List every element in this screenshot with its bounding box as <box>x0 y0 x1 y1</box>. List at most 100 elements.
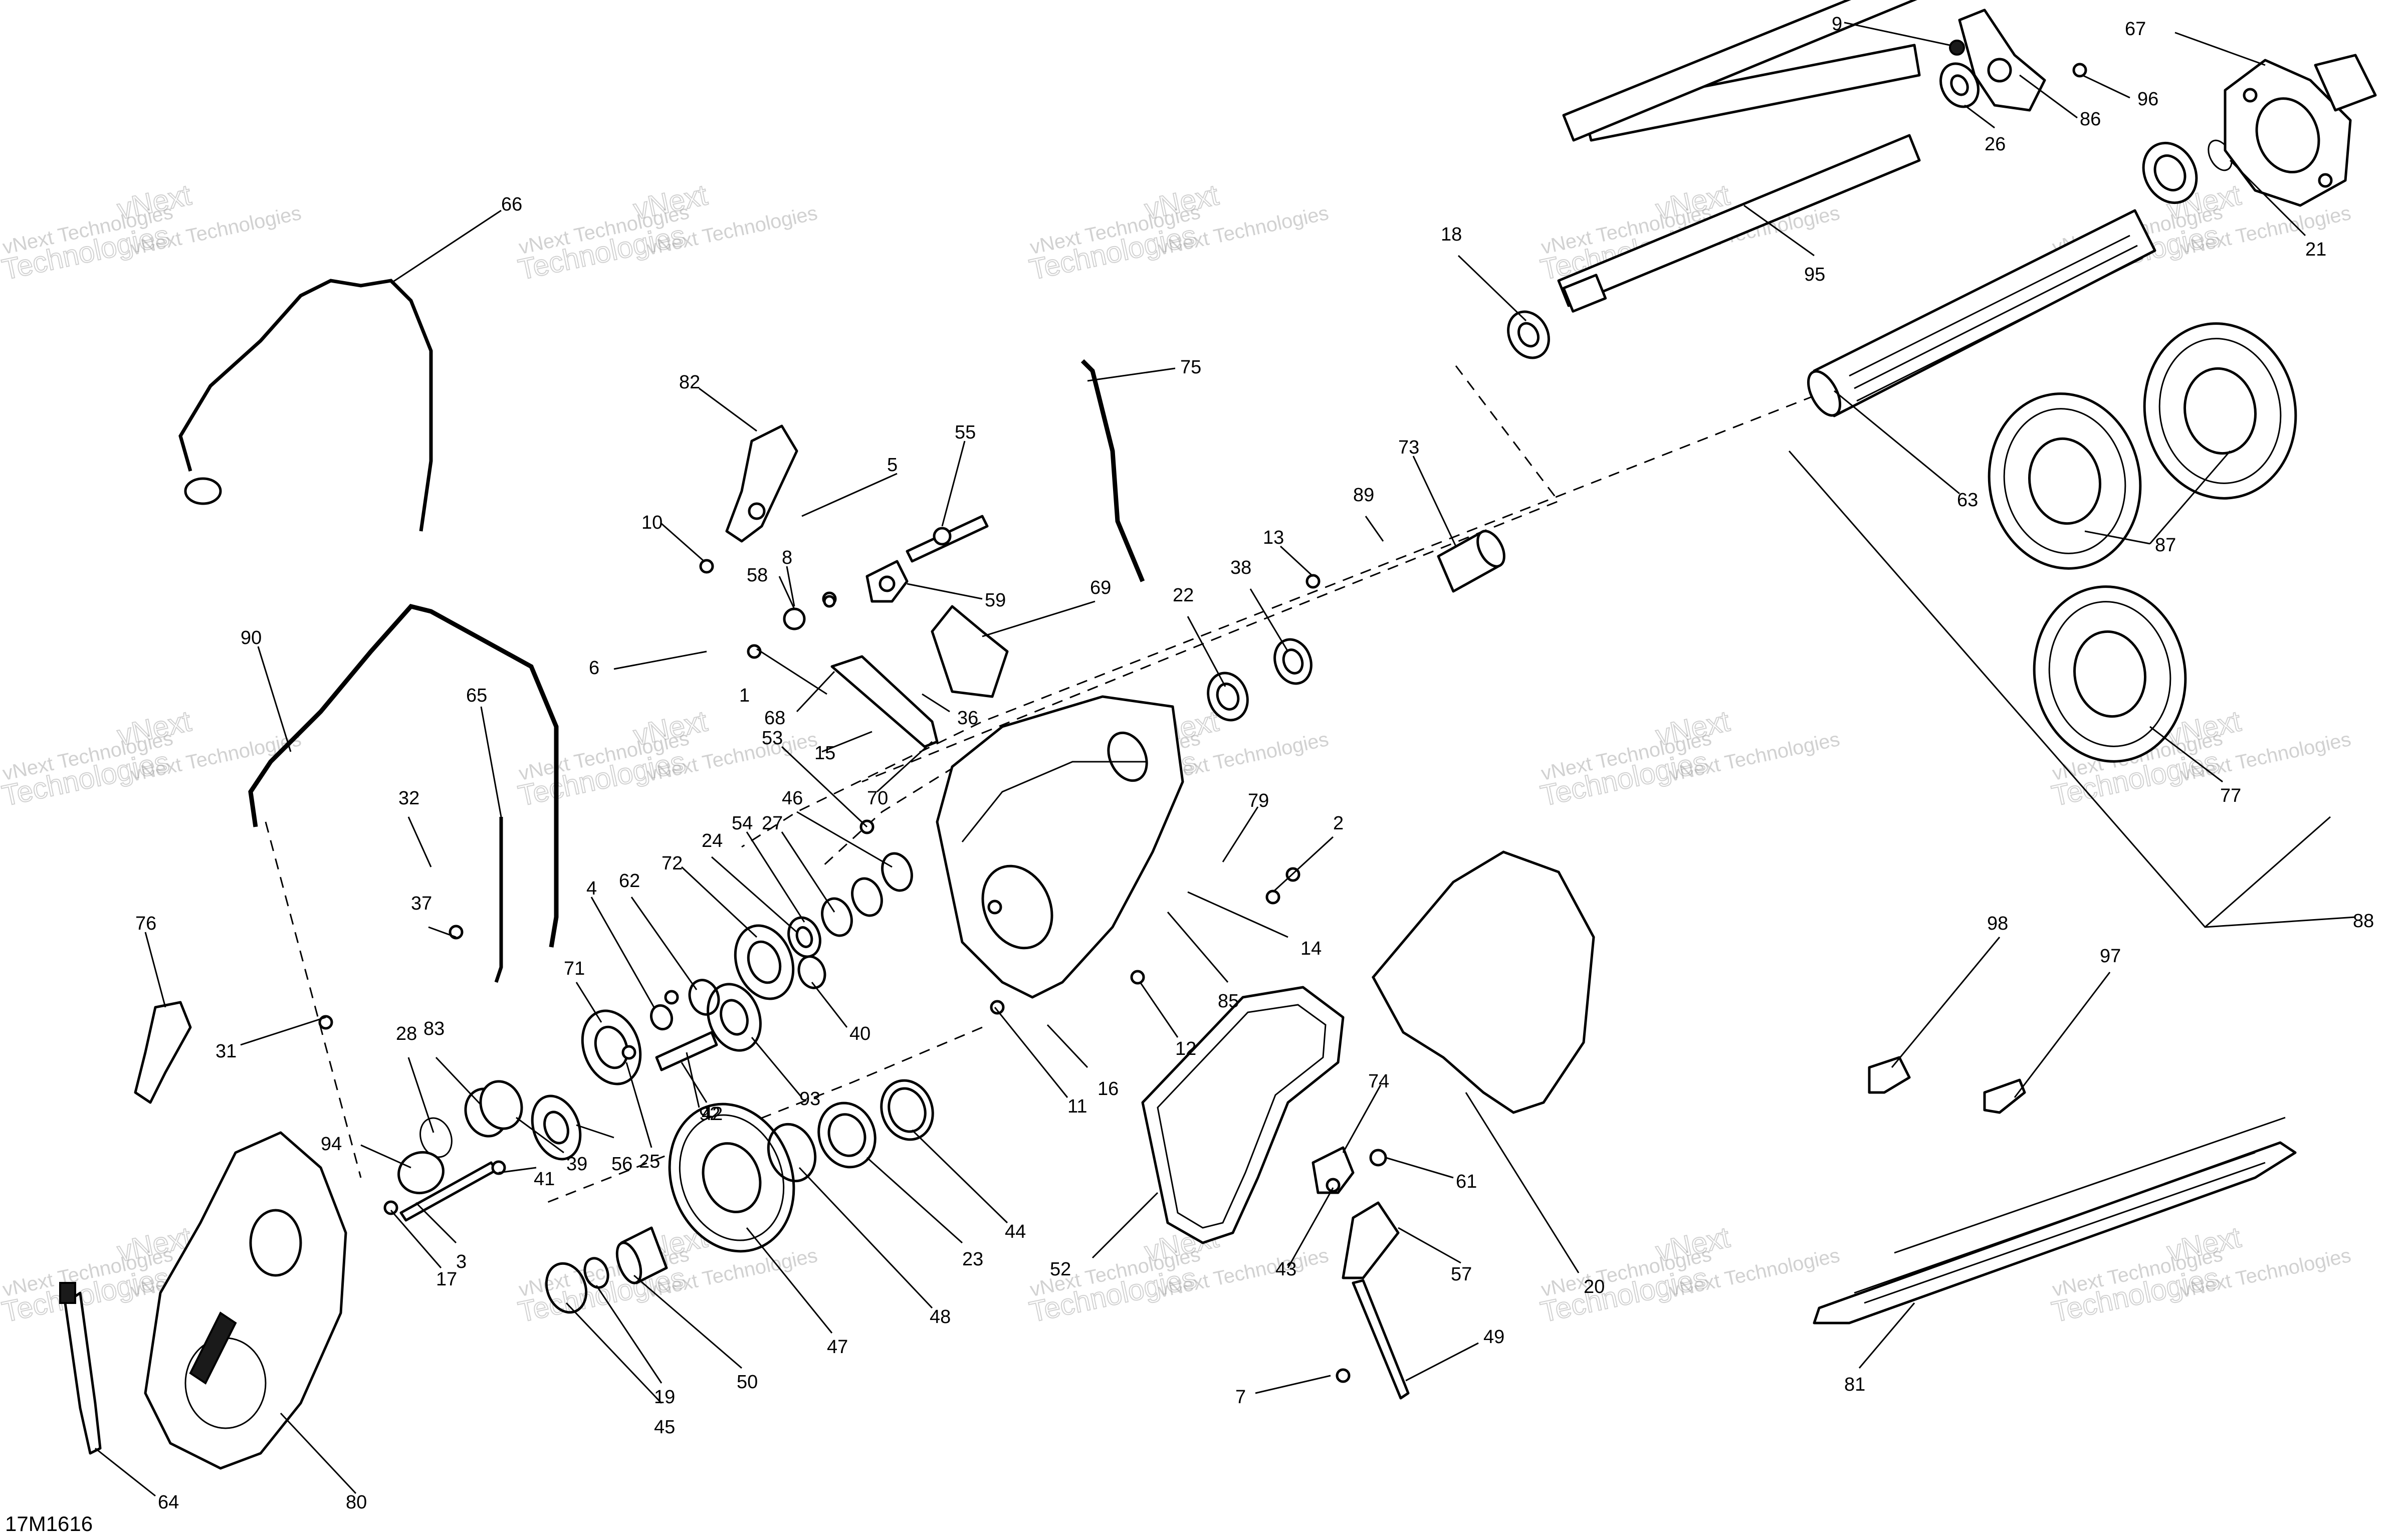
callout-38: 38 <box>1230 557 1251 578</box>
chaincase-gasket <box>1371 850 1595 1114</box>
callout-9: 9 <box>1832 14 1842 35</box>
rod-64 <box>59 1282 102 1455</box>
bearing-cover-86 <box>1958 9 2046 112</box>
callout-72: 72 <box>662 853 683 874</box>
callout-86: 86 <box>2080 109 2101 130</box>
tensioner-spring-83 <box>397 1080 523 1195</box>
callout-22: 22 <box>1173 585 1194 606</box>
large-sprocket-47 <box>668 1103 795 1253</box>
bearing-38 <box>1273 638 1313 685</box>
callout-46: 46 <box>782 788 803 809</box>
callout-8: 8 <box>782 547 792 568</box>
callout-65: 65 <box>466 685 487 706</box>
callout-73: 73 <box>1398 437 1419 458</box>
linkage-59 <box>865 560 909 603</box>
callout-4: 4 <box>586 878 597 899</box>
callout-68: 68 <box>764 708 785 729</box>
callout-83: 83 <box>423 1018 445 1039</box>
callout-75: 75 <box>1180 357 1201 378</box>
callout-52: 52 <box>1050 1259 1071 1280</box>
callout-82: 82 <box>679 372 700 393</box>
callout-79: 79 <box>1248 790 1269 811</box>
cable-65 <box>494 817 503 983</box>
callout-2: 2 <box>1333 813 1344 834</box>
callout-85: 85 <box>1218 991 1239 1012</box>
callout-58: 58 <box>747 565 768 586</box>
callout-3: 3 <box>456 1251 467 1272</box>
callout-53: 53 <box>762 728 783 749</box>
callout-87: 87 <box>2155 535 2176 556</box>
callout-66: 66 <box>501 194 522 215</box>
callout-7: 7 <box>1235 1387 1246 1408</box>
callout-39: 39 <box>566 1154 587 1175</box>
callout-labels: 1 2 3 4 5 6 7 8 9 10 11 12 13 14 15 16 1… <box>135 14 2374 1513</box>
track-section <box>1813 1117 2297 1325</box>
callout-31: 31 <box>215 1041 237 1062</box>
callout-10: 10 <box>641 512 663 533</box>
callout-80: 80 <box>346 1492 367 1513</box>
callout-40: 40 <box>849 1023 870 1044</box>
callout-17: 17 <box>436 1269 457 1290</box>
callout-21: 21 <box>2305 239 2326 260</box>
callout-16: 16 <box>1098 1078 1119 1099</box>
callout-14: 14 <box>1300 938 1322 959</box>
callout-76: 76 <box>135 913 156 934</box>
cable-75 <box>1080 359 1145 582</box>
callout-12: 12 <box>1175 1038 1196 1059</box>
lower-gear-71 <box>581 1009 642 1085</box>
callout-89: 89 <box>1353 485 1374 506</box>
callout-44: 44 <box>1005 1221 1026 1242</box>
callout-49: 49 <box>1483 1327 1504 1348</box>
bearing-housing-67 <box>2224 54 2377 207</box>
bushing-19 <box>545 1226 668 1314</box>
callout-94: 94 <box>321 1134 342 1155</box>
callout-45: 45 <box>654 1417 675 1438</box>
callout-57: 57 <box>1451 1264 1472 1285</box>
bearing-26 <box>1939 40 1980 108</box>
seal-23 <box>817 1102 877 1169</box>
callout-81: 81 <box>1844 1374 1865 1395</box>
drive-sprocket-77 <box>2033 585 2187 763</box>
callout-92: 92 <box>699 1104 720 1125</box>
callout-97: 97 <box>2100 946 2121 967</box>
callout-55: 55 <box>955 422 976 443</box>
adjuster-55 <box>906 515 989 563</box>
callout-5: 5 <box>887 455 898 476</box>
callout-90: 90 <box>241 627 262 648</box>
ring-series-mid <box>649 852 913 1031</box>
callout-42: 42 <box>702 1104 723 1125</box>
callout-1: 1 <box>739 685 750 706</box>
callout-48: 48 <box>930 1306 951 1328</box>
callout-56: 56 <box>611 1154 632 1175</box>
callout-23: 23 <box>962 1249 983 1270</box>
clip-97 <box>1983 1078 2026 1114</box>
chain-tensioner-74 <box>1312 1146 1400 1279</box>
callout-59: 59 <box>985 590 1006 611</box>
callout-95: 95 <box>1804 264 1825 285</box>
callout-67: 67 <box>2125 19 2146 40</box>
callout-61: 61 <box>1456 1171 1477 1192</box>
callout-70: 70 <box>867 788 888 809</box>
callout-98: 98 <box>1987 913 2008 934</box>
brake-lever-82 <box>725 424 798 543</box>
callout-47: 47 <box>827 1337 848 1358</box>
cable-90 <box>248 603 559 948</box>
callout-13: 13 <box>1263 527 1284 548</box>
reference-code: 17M1616 <box>5 1512 93 1535</box>
gear-56 <box>531 1094 582 1161</box>
chaincase-housing <box>936 695 1184 999</box>
callout-25: 25 <box>639 1151 660 1172</box>
snap-ring-48 <box>767 1123 817 1183</box>
callout-63: 63 <box>1957 490 1978 511</box>
callout-20: 20 <box>1584 1276 1605 1297</box>
callout-64: 64 <box>158 1492 179 1513</box>
lever-arm-68 <box>830 655 939 748</box>
brake-cable-66 <box>178 279 433 532</box>
callout-54: 54 <box>732 813 753 834</box>
callout-19: 19 <box>654 1387 675 1408</box>
callout-69: 69 <box>1090 577 1111 598</box>
